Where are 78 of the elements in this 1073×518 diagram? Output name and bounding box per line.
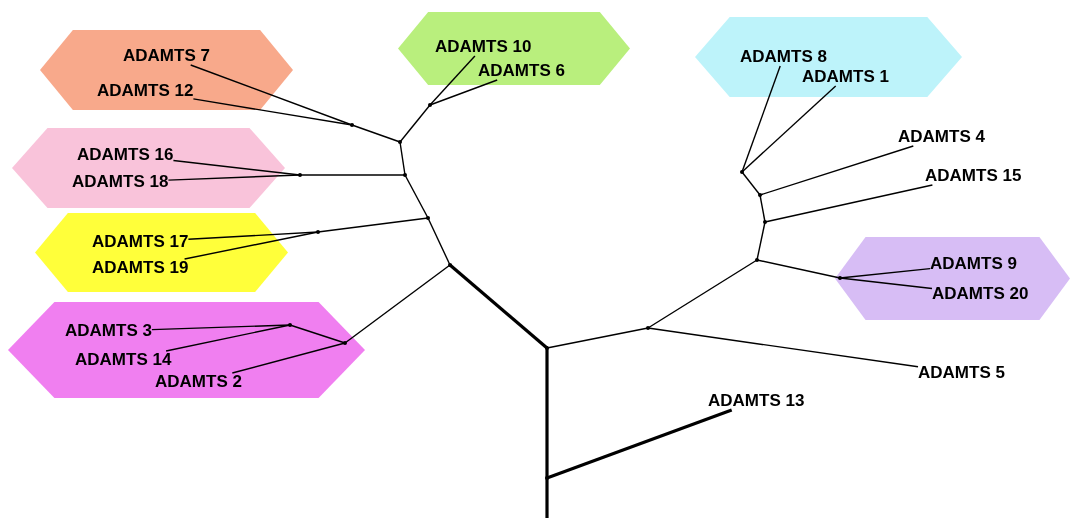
branch-line	[429, 55, 476, 106]
branch-line	[151, 324, 291, 331]
clade-hexagon	[35, 213, 288, 292]
branch-point	[545, 476, 549, 480]
gene-label: ADAMTS 3	[65, 322, 152, 340]
branch-line	[231, 342, 346, 374]
branch-line	[183, 231, 319, 260]
branch-point	[740, 170, 744, 174]
branch-line	[317, 217, 429, 233]
gene-label: ADAMTS 7	[123, 47, 210, 65]
branch-line	[545, 348, 549, 478]
branch-line	[351, 124, 401, 143]
branch-line	[165, 324, 291, 352]
gene-label: ADAMTS 9	[930, 255, 1017, 273]
branch-line	[344, 264, 451, 344]
branch-line	[647, 259, 758, 329]
gene-label: ADAMTS 4	[898, 128, 985, 146]
gene-label: ADAMTS 5	[918, 364, 1005, 382]
branch-point	[298, 173, 302, 177]
clade-hexagon	[695, 17, 962, 97]
branch-point	[428, 103, 432, 107]
branch-line	[741, 85, 837, 173]
gene-label: ADAMTS 12	[97, 82, 194, 100]
gene-label: ADAMTS 8	[740, 48, 827, 66]
branch-line	[764, 184, 934, 223]
branch-line	[759, 145, 914, 196]
branch-line	[399, 104, 431, 143]
branch-line	[839, 267, 931, 279]
branch-line	[839, 277, 933, 290]
branch-line	[741, 171, 761, 196]
clade-hexagon	[40, 30, 293, 110]
branch-point	[398, 140, 402, 144]
branch-line	[546, 327, 649, 349]
branch-point	[403, 173, 407, 177]
branch-point	[755, 258, 759, 262]
clade-hexagon	[8, 302, 365, 398]
clade-hexagon	[835, 237, 1070, 320]
branch-line	[192, 98, 353, 126]
branch-point	[646, 326, 650, 330]
gene-label: ADAMTS 14	[75, 351, 172, 369]
branch-line	[429, 79, 498, 106]
branch-point	[758, 193, 762, 197]
branch-line	[741, 65, 781, 173]
gene-label: ADAMTS 2	[155, 373, 242, 391]
branch-line	[289, 324, 346, 344]
gene-label: ADAMTS 10	[435, 38, 532, 56]
gene-label: ADAMTS 17	[92, 233, 189, 251]
branch-line	[399, 141, 406, 176]
gene-label: ADAMTS 20	[932, 285, 1029, 303]
gene-label: ADAMTS 6	[478, 62, 565, 80]
branch-point	[350, 123, 354, 127]
branch-line	[427, 217, 451, 266]
branch-line	[299, 174, 406, 176]
branch-point	[545, 346, 549, 350]
branch-point	[426, 216, 430, 220]
gene-label: ADAMTS 16	[77, 146, 174, 164]
gene-label: ADAMTS 13	[708, 392, 805, 410]
branch-line	[756, 259, 841, 279]
branch-line	[404, 174, 429, 219]
clade-hexagon	[398, 12, 630, 85]
branch-line	[759, 194, 766, 223]
branch-line	[546, 408, 733, 480]
branch-line	[167, 174, 301, 181]
branch-point	[343, 341, 347, 345]
gene-label: ADAMTS 19	[92, 259, 189, 277]
branch-line	[448, 263, 549, 350]
gene-label: ADAMTS 1	[802, 68, 889, 86]
branch-line	[190, 64, 353, 126]
branch-point	[448, 263, 452, 267]
branch-line	[756, 221, 766, 261]
branch-line	[647, 327, 919, 368]
clade-hexagon	[12, 128, 285, 208]
branch-line	[545, 478, 549, 518]
branch-point	[316, 230, 320, 234]
branch-point	[763, 220, 767, 224]
gene-label: ADAMTS 15	[925, 167, 1022, 185]
gene-label: ADAMTS 18	[72, 173, 169, 191]
branch-line	[187, 231, 319, 240]
